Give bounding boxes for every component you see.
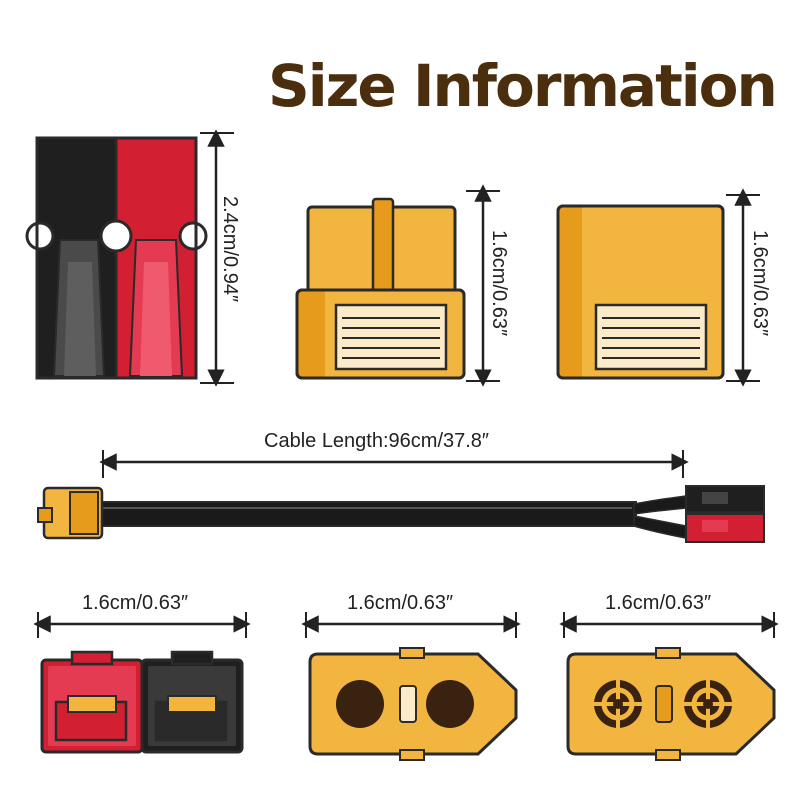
anderson-height-label: 2.4cm/0.94″ — [219, 196, 241, 303]
cable-assembly-icon — [37, 485, 765, 543]
xt-connector-male-side-icon — [295, 197, 466, 380]
anderson-width-label: 1.6cm/0.63″ — [82, 592, 189, 614]
xt-female-width-label: 1.6cm/0.63″ — [605, 592, 712, 614]
page-title: Size Information — [268, 52, 778, 120]
xt-male-face-icon — [308, 647, 518, 761]
cable-length-label: Cable Length:96cm/37.8″ — [264, 430, 490, 452]
xt-male-width-label: 1.6cm/0.63″ — [347, 592, 454, 614]
xt-connector-female-side-icon — [556, 204, 725, 380]
xt-female-face-icon — [566, 647, 776, 761]
anderson-connector-side-icon — [25, 136, 208, 380]
xt-male-height-label: 1.6cm/0.63″ — [488, 230, 510, 337]
anderson-connector-face-icon — [40, 650, 244, 754]
xt-female-height-label: 1.6cm/0.63″ — [749, 230, 771, 337]
